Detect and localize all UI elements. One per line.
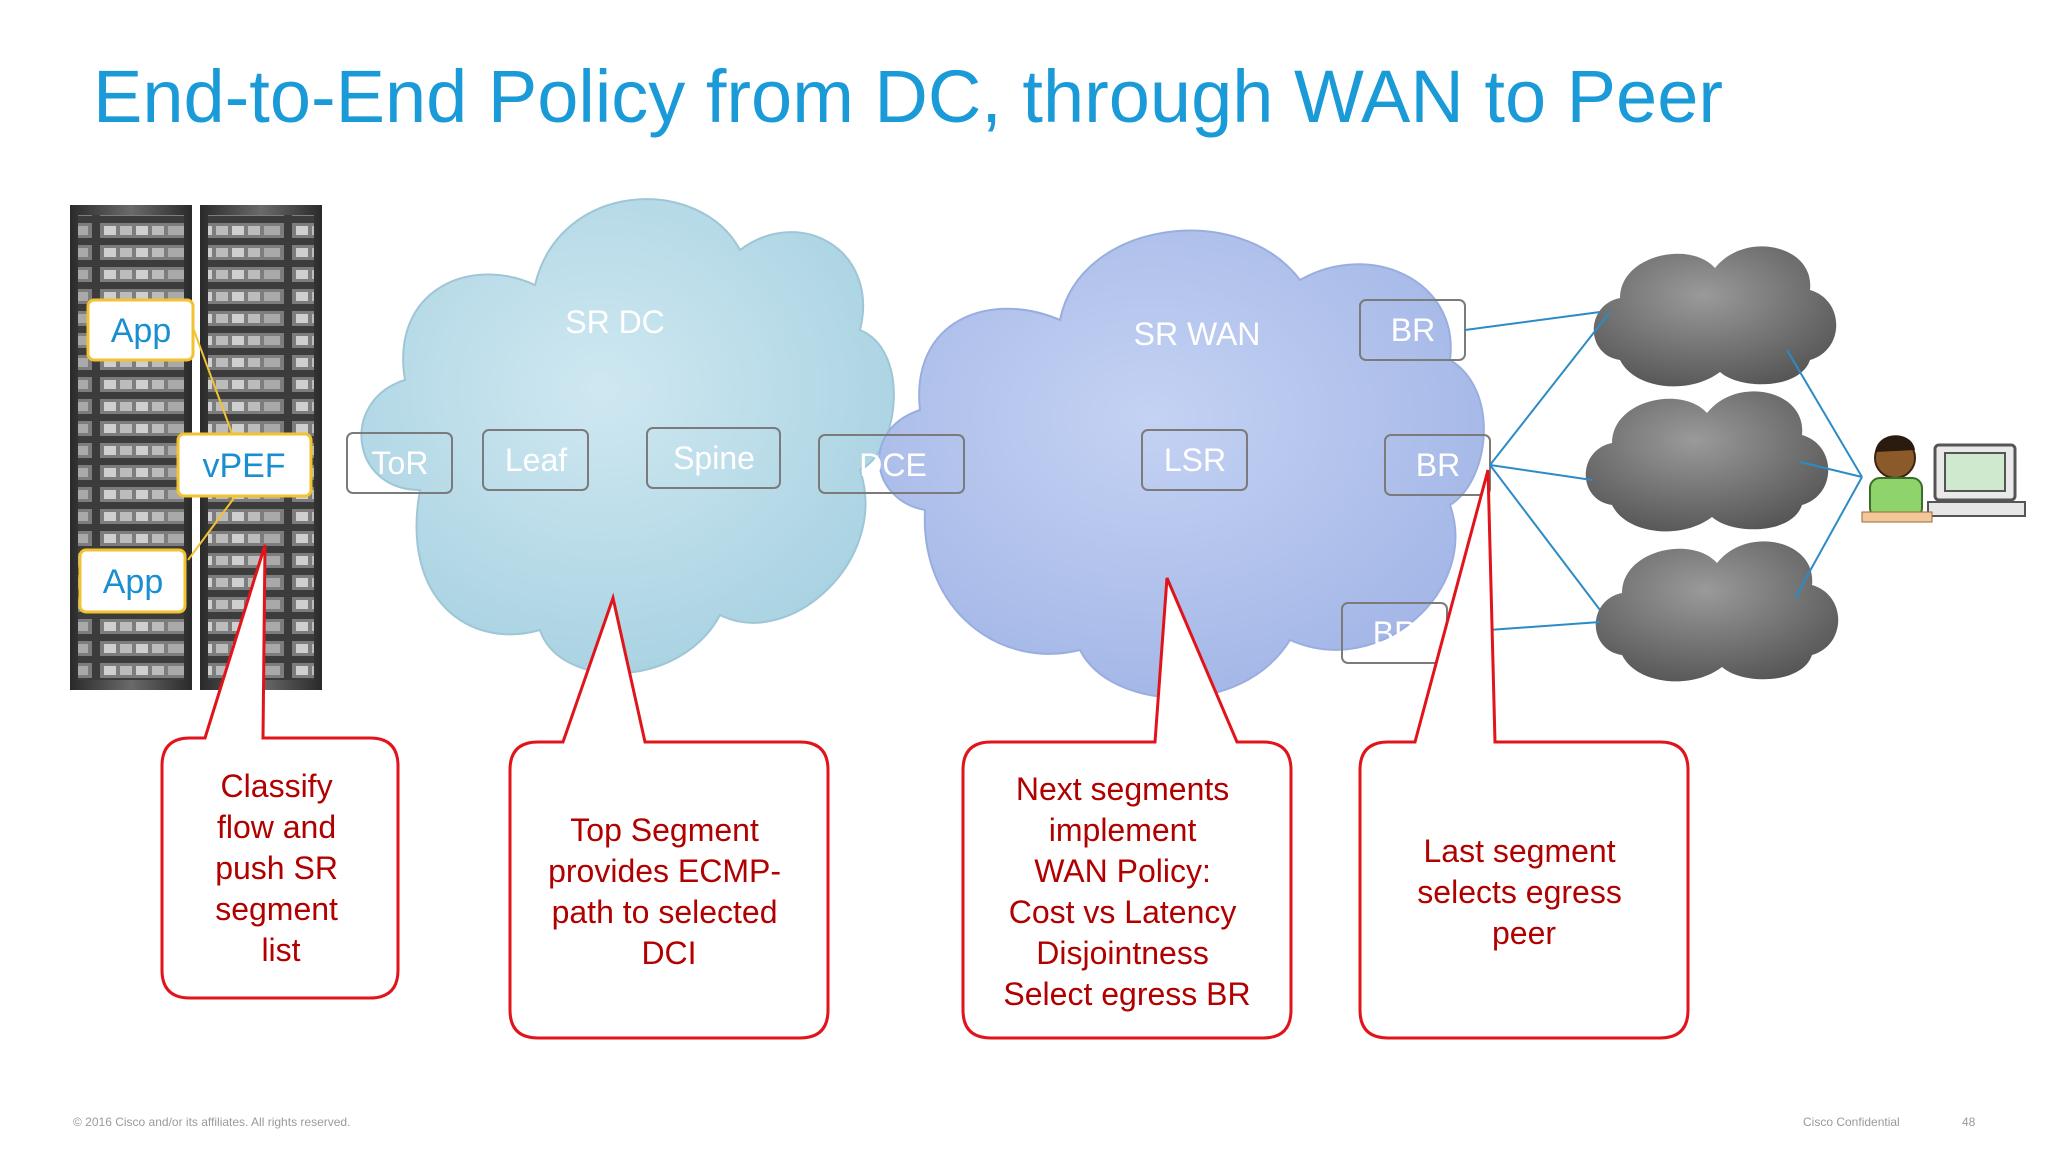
node-br-mid-label: BR (1416, 447, 1460, 483)
node-leaf-label: Leaf (505, 442, 567, 478)
node-dce: DCE (818, 434, 965, 494)
peer-user-icon (1861, 435, 2026, 523)
callout-next-segments-text: Next segments implement WAN Policy: Cost… (1003, 771, 1250, 1012)
vpef-box: vPEF (176, 432, 313, 498)
peer-cloud-top (1593, 246, 1837, 387)
callout-top-segment-text: Top Segment provides ECMP- path to selec… (548, 812, 790, 971)
callout-last-segment-text: Last segment selects egress peer (1417, 833, 1630, 951)
node-tor-label: ToR (372, 445, 429, 481)
callout-top-segment: Top Segment provides ECMP- path to selec… (508, 592, 830, 1040)
app-box-bottom: App (78, 548, 187, 614)
peer-cloud-bottom (1595, 541, 1839, 682)
node-br-top-label: BR (1391, 312, 1435, 348)
peer-cloud-middle (1585, 391, 1829, 532)
rack-link-bottom (187, 489, 241, 561)
sr-dc-cloud (360, 198, 895, 675)
node-lsr: LSR (1141, 429, 1248, 491)
app-top-label: App (111, 312, 172, 350)
node-lsr-label: LSR (1164, 442, 1226, 478)
node-spine: Spine (646, 427, 781, 489)
callout-classify: Classify flow and push SR segment list (160, 544, 400, 1000)
callout-last-segment: Last segment selects egress peer (1358, 469, 1690, 1040)
node-br-bottom-label: BR (1373, 615, 1417, 651)
callout-classify-text: Classify flow and push SR segment list (215, 768, 347, 968)
sr-wan-label: SR WAN (1134, 316, 1261, 352)
sr-dc-label: SR DC (565, 304, 665, 340)
footer-copyright: © 2016 Cisco and/or its affiliates. All … (73, 1115, 350, 1129)
node-dce-label: DCE (859, 447, 927, 483)
footer-page-number: 48 (1962, 1115, 1976, 1129)
node-leaf: Leaf (482, 429, 589, 491)
node-tor: ToR (346, 432, 453, 494)
callout-next-segments: Next segments implement WAN Policy: Cost… (961, 577, 1293, 1040)
node-spine-label: Spine (673, 440, 755, 476)
node-br-mid: BR (1384, 434, 1491, 496)
vpef-label: vPEF (202, 447, 285, 485)
app-bottom-label: App (103, 563, 164, 601)
slide-title: End-to-End Policy from DC, through WAN t… (93, 55, 1723, 138)
wan-links (1446, 311, 1863, 634)
footer-confidential: Cisco Confidential (1803, 1115, 1900, 1129)
app-box-top: App (86, 298, 195, 362)
